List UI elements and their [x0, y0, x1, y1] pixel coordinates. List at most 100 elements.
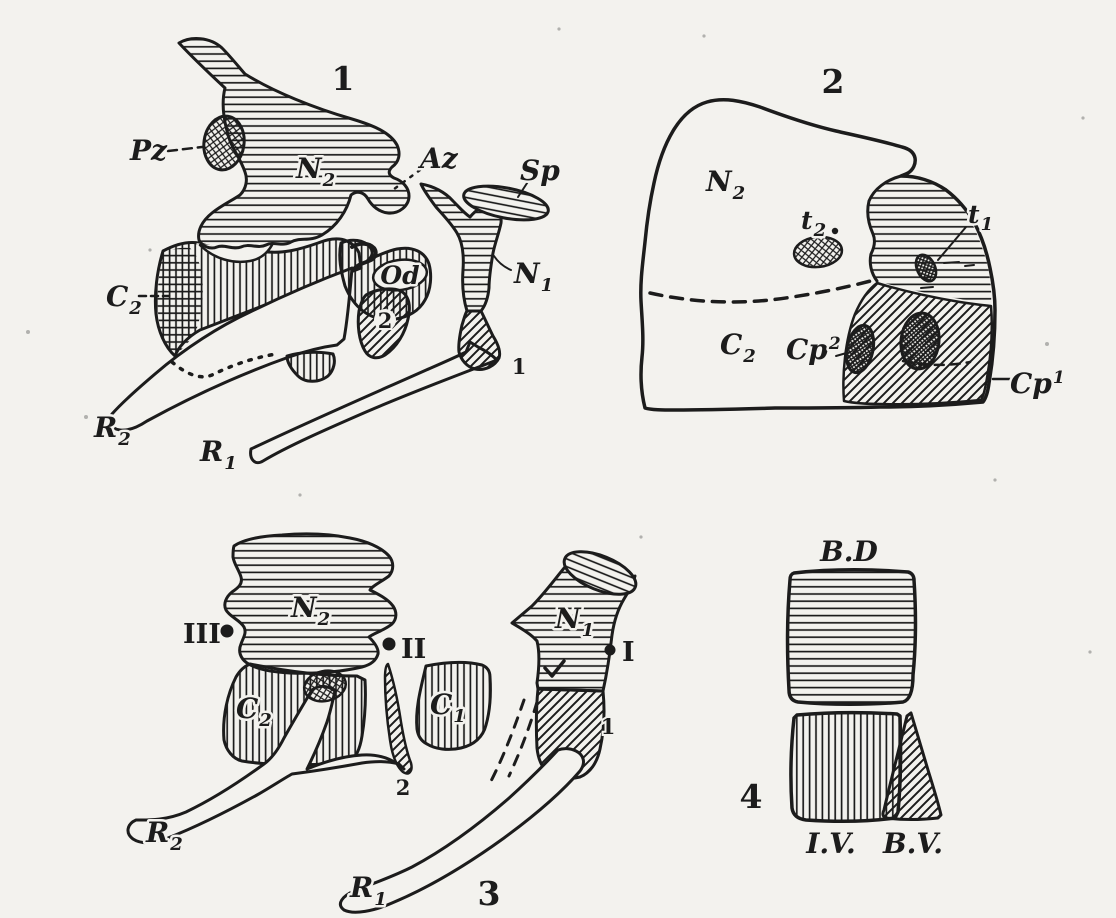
fig3-nerve-ii-dot	[382, 637, 396, 651]
fig1-point-2: 2	[378, 308, 393, 333]
fig2-cp2-leader	[835, 351, 851, 357]
fig3-hidden-dashed-lines	[488, 698, 539, 785]
label-base: Cp	[1010, 367, 1052, 400]
label-sup: 1	[1053, 368, 1065, 388]
fig3-label-c1: C1	[430, 688, 466, 727]
fig3-rib-r1-band	[339, 747, 585, 914]
label-base: N	[554, 602, 582, 635]
label-sub: 1	[541, 275, 554, 296]
fig1-label-sp: Sp	[520, 154, 560, 187]
fig4-swatch-iv-vertical	[789, 710, 903, 824]
label-sub: 2	[117, 429, 131, 450]
fig1-label-r1: R1	[199, 435, 237, 474]
fig2-label-cp1: Cp1	[1010, 367, 1065, 400]
label-base: t	[801, 206, 813, 235]
fig1-point-1: 1	[512, 354, 527, 379]
label-base: R	[93, 411, 117, 444]
fig4-swatch-bd-horizontal	[785, 568, 918, 706]
fig3-point-1: 1	[601, 714, 616, 739]
fig2-lobe-inner-boundary	[866, 174, 903, 283]
fig2-label-t2: t2	[801, 206, 826, 241]
fig3-point-2: 2	[396, 775, 411, 800]
figure-1: 1 Pz N2 Az Sp N1 Od C2 2 R2 R1 1	[91, 37, 563, 477]
fig2-t1-leader	[937, 226, 967, 261]
fig4-label-bd: B.D	[819, 535, 878, 568]
fig3-arch-n1-cap	[562, 550, 638, 596]
fig1-od-claw-mark	[350, 241, 378, 271]
label-sub: 2	[742, 346, 756, 367]
fig1-hypapophysis-bump	[285, 350, 336, 383]
label-base: R	[145, 816, 169, 849]
figure-2: 2 N2 t2 t1 C2 Cp2 Cp1	[639, 62, 1067, 412]
label-base: t	[968, 200, 980, 229]
fig2-facet-cp1	[899, 311, 941, 371]
fig3-nerve-iii-dot	[220, 624, 234, 638]
fig1-az-leader	[388, 168, 422, 194]
label-sub: 1	[374, 889, 387, 910]
fig2-suture-dashed-line	[648, 277, 880, 304]
fig1-arch-n1-base-diagonal	[457, 309, 502, 371]
label-base: C	[236, 692, 259, 725]
fig3-label-nerve-i: I	[622, 637, 635, 668]
fig1-label-c2: C2	[106, 280, 142, 319]
label-base: R	[349, 871, 373, 904]
fig1-arch-n1-body	[419, 182, 503, 313]
fig2-facet-t2	[792, 235, 844, 269]
fig3-label-r2: R2	[145, 816, 183, 855]
fig3-label-r1: R1	[349, 871, 387, 910]
label-base: N	[295, 152, 323, 185]
fig3-n1-check-mark	[543, 659, 566, 678]
fig3-label-n2: N2	[290, 591, 330, 630]
label-sub: 2	[732, 183, 746, 204]
label-sub: 2	[258, 710, 272, 731]
fig1-neural-arch-n2-shape	[177, 37, 411, 250]
fig1-n1-leader	[493, 255, 512, 271]
fig1-label-n2: N2	[295, 152, 335, 191]
label-sub: 2	[128, 298, 142, 319]
fig3-neurocentral-facet	[302, 669, 348, 703]
fig2-label-t1: t1	[968, 200, 993, 235]
fig2-t2-dot	[831, 227, 839, 235]
label-base: Cp	[786, 333, 828, 366]
fig1-sp-leader	[517, 176, 532, 198]
label-base: N	[290, 591, 318, 624]
fig1-point2-halo	[374, 309, 396, 331]
fig4-number: 4	[740, 777, 763, 816]
label-sub: 2	[169, 834, 183, 855]
fig3-label-c2: C2	[236, 692, 272, 731]
fig3-number: 3	[478, 874, 501, 913]
fig3-neural-arch-n2-shape	[223, 532, 398, 675]
fig1-rib-r2-band	[108, 266, 354, 432]
fig1-spine-sp-lobe	[462, 184, 550, 222]
fig1-label-az: Az	[417, 142, 459, 175]
fig3-intercentrum-2-sliver	[383, 662, 413, 775]
fig4-label-bv: B.V.	[882, 827, 943, 860]
label-base: C	[106, 280, 129, 313]
fig2-number: 2	[822, 62, 845, 101]
label-sub: 1	[224, 453, 237, 474]
label-sup: 2	[828, 334, 841, 354]
fig1-label-pz: Pz	[129, 134, 168, 167]
fig1-label-r2: R2	[93, 411, 131, 450]
label-base: C	[720, 328, 743, 361]
fig1-prezygapophysis-pz-facet	[202, 114, 246, 172]
label-base: R	[199, 435, 223, 468]
fig3-rib-r2-band	[126, 684, 406, 845]
label-base: N	[513, 257, 541, 290]
fig2-arch-lobe-hatched	[867, 176, 992, 303]
fig3-label-nerve-ii: II	[401, 634, 426, 665]
fig2-hatch-dashes	[920, 261, 975, 289]
fig1-label-n1: N1	[513, 257, 553, 296]
fig1-number: 1	[332, 59, 355, 98]
fig3-centrum-c1-block	[415, 661, 492, 751]
label-sub: 1	[981, 214, 994, 235]
fig1-label-od: Od	[380, 261, 419, 290]
label-sub: 2	[322, 170, 336, 191]
fig3-nerve-i-dot	[604, 644, 616, 656]
fig1-neurocentral-arch-line	[198, 243, 274, 263]
fig3-label-n1: N1	[554, 602, 594, 641]
fig1-od-label-halo	[371, 258, 429, 292]
fig1-dotted-suture	[170, 352, 278, 379]
